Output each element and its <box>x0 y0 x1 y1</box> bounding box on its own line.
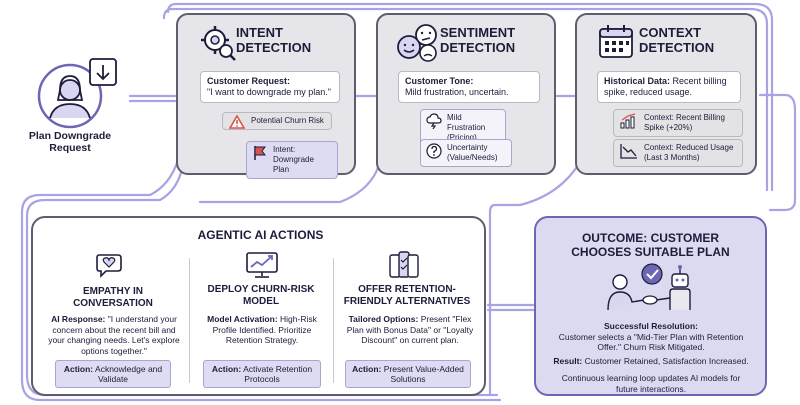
question-icon <box>426 143 442 159</box>
empathy-action: Action: Acknowledge and Validate <box>55 360 171 388</box>
customer-tone-box: Customer Tone: Mild frustration, uncerta… <box>398 71 540 103</box>
alternatives-title: OFFER RETENTION-FRIENDLY ALTERNATIVES <box>343 284 471 307</box>
column-divider-1 <box>189 258 190 383</box>
resolution-heading: Successful Resolution: <box>604 321 698 331</box>
start-label: Plan Downgrade Request <box>28 130 112 154</box>
customer-tone-text: Mild frustration, uncertain. <box>405 87 509 97</box>
flow-path-context-down <box>488 160 582 397</box>
empathy-action-text: Acknowledge and Validate <box>95 364 163 384</box>
empathy-action-lead: Action: <box>63 364 94 374</box>
intent-pill-text: Intent: Downgrade Plan <box>273 145 314 174</box>
bar-chart-up-icon <box>620 113 636 129</box>
alternatives-lead: Tailored Options: <box>348 314 419 324</box>
churn-model-action-text: Activate Retention Protocols <box>243 364 313 384</box>
churn-model-action: Action: Activate Retention Protocols <box>203 360 321 388</box>
flag-icon <box>254 146 266 160</box>
resolution-text: Customer selects a "Mid-Tier Plan with R… <box>558 331 744 353</box>
start-node: Plan Downgrade Request <box>18 56 138 156</box>
flow-path-top <box>166 2 774 192</box>
customer-request-heading: Customer Request: <box>207 76 291 86</box>
alternatives-action: Action: Present Value-Added Solutions <box>345 360 471 388</box>
context-detection-card: CONTEXT DETECTION Historical Data: Recen… <box>575 13 757 175</box>
churn-model-body: Model Activation: High-Risk Profile Iden… <box>199 314 325 346</box>
flow-path-left-loop-2 <box>25 163 499 397</box>
emotion-faces-icon <box>397 24 437 62</box>
empathy-text: "I understand your concern about the rec… <box>48 314 180 356</box>
historical-data-box: Historical Data: Recent billing spike, r… <box>597 71 741 103</box>
outcome-panel: OUTCOME: CUSTOMER CHOOSES SUITABLE PLAN … <box>534 216 767 396</box>
model-monitor-icon <box>246 252 278 278</box>
alternatives-action-lead: Action: <box>352 364 382 374</box>
resolution-text-block: Successful Resolution: Customer selects … <box>552 321 750 353</box>
sentiment-title-line1: SENTIMENT <box>440 25 516 40</box>
alternatives-body: Tailored Options: Present "Flex Plan wit… <box>341 314 479 346</box>
uncertainty-pill: Uncertainty (Value/Needs) <box>420 139 512 167</box>
context-title-line2: DETECTION <box>639 40 715 55</box>
customer-tone-heading: Customer Tone: <box>405 76 474 86</box>
result-lead: Result: <box>553 356 583 366</box>
intent-detection-card: INTENT DETECTION Customer Request: "I wa… <box>176 13 356 179</box>
uncertainty-text: Uncertainty (Value/Needs) <box>447 143 498 162</box>
column-divider-2 <box>333 258 334 383</box>
alternatives-action-text: Present Value-Added Solutions <box>383 364 464 384</box>
warning-icon <box>229 115 245 129</box>
customer-avatar-icon <box>37 58 117 129</box>
agentic-title: AGENTIC AI ACTIONS <box>197 228 324 242</box>
customer-request-box: Customer Request: "I want to downgrade m… <box>200 71 340 103</box>
intent-title-line2: DETECTION <box>236 40 312 55</box>
intent-title: INTENT DETECTION <box>236 25 336 55</box>
churn-model-title: DEPLOY CHURN-RISK MODEL <box>207 284 315 307</box>
options-list-icon <box>389 251 419 278</box>
flow-path-left-loop <box>20 158 502 402</box>
calendar-icon <box>599 25 633 58</box>
result-line: Result: Customer Retained, Satisfaction … <box>544 356 758 367</box>
flow-path-right <box>758 93 797 212</box>
gear-search-icon <box>201 26 236 61</box>
chat-heart-icon <box>96 254 122 278</box>
sentiment-detection-card: SENTIMENT DETECTION Customer Tone: Mild … <box>376 13 556 175</box>
reduced-usage-pill: Context: Reduced Usage (Last 3 Months) <box>613 139 743 167</box>
intent-pill: Intent: Downgrade Plan <box>246 141 338 179</box>
context-title-line1: CONTEXT <box>639 25 702 40</box>
billing-spike-pill: Context: Recent Billing Spike (+20%) <box>613 109 743 137</box>
churn-model-text: High-Risk Profile Identified. Prioritize… <box>212 314 317 345</box>
reduced-usage-text: Context: Reduced Usage (Last 3 Months) <box>644 143 734 162</box>
outcome-title: OUTCOME: CUSTOMER CHOOSES SUITABLE PLAN <box>571 231 730 259</box>
customer-request-text: "I want to downgrade my plan." <box>207 87 331 97</box>
churn-model-action-lead: Action: <box>211 364 242 374</box>
handshake-robot-icon <box>607 263 691 311</box>
intent-title-line1: INTENT <box>236 25 283 40</box>
storm-cloud-icon <box>426 113 442 129</box>
result-text: Customer Retained, Satisfaction Increase… <box>584 356 749 366</box>
learning-loop-text: Continuous learning loop updates AI mode… <box>561 373 741 394</box>
churn-risk-pill: Potential Churn Risk <box>222 112 332 130</box>
mild-frustration-text: Mild Frustration (Pricing) <box>447 113 486 142</box>
historical-data-text: Recent billing spike, reduced usage. <box>604 76 727 97</box>
empathy-body: AI Response: "I understand your concern … <box>47 314 181 356</box>
sentiment-title: SENTIMENT DETECTION <box>440 25 550 55</box>
flow-path-top-inner <box>162 7 769 192</box>
historical-data-heading: Historical Data: <box>604 76 671 86</box>
empathy-title: EMPATHY IN CONVERSATION <box>73 286 153 309</box>
alternatives-text: Present "Flex Plan with Bonus Data" or "… <box>346 314 474 345</box>
churn-model-lead: Model Activation: <box>207 314 278 324</box>
billing-spike-text: Context: Recent Billing Spike (+20%) <box>644 113 725 132</box>
agentic-ai-actions-panel: AGENTIC AI ACTIONS EMPATHY IN CONVERSATI… <box>31 216 486 396</box>
trend-down-icon <box>620 144 637 159</box>
empathy-lead: AI Response: <box>51 314 106 324</box>
churn-risk-text: Potential Churn Risk <box>251 116 324 125</box>
context-title: CONTEXT DETECTION <box>639 25 749 55</box>
sentiment-title-line2: DETECTION <box>440 40 516 55</box>
